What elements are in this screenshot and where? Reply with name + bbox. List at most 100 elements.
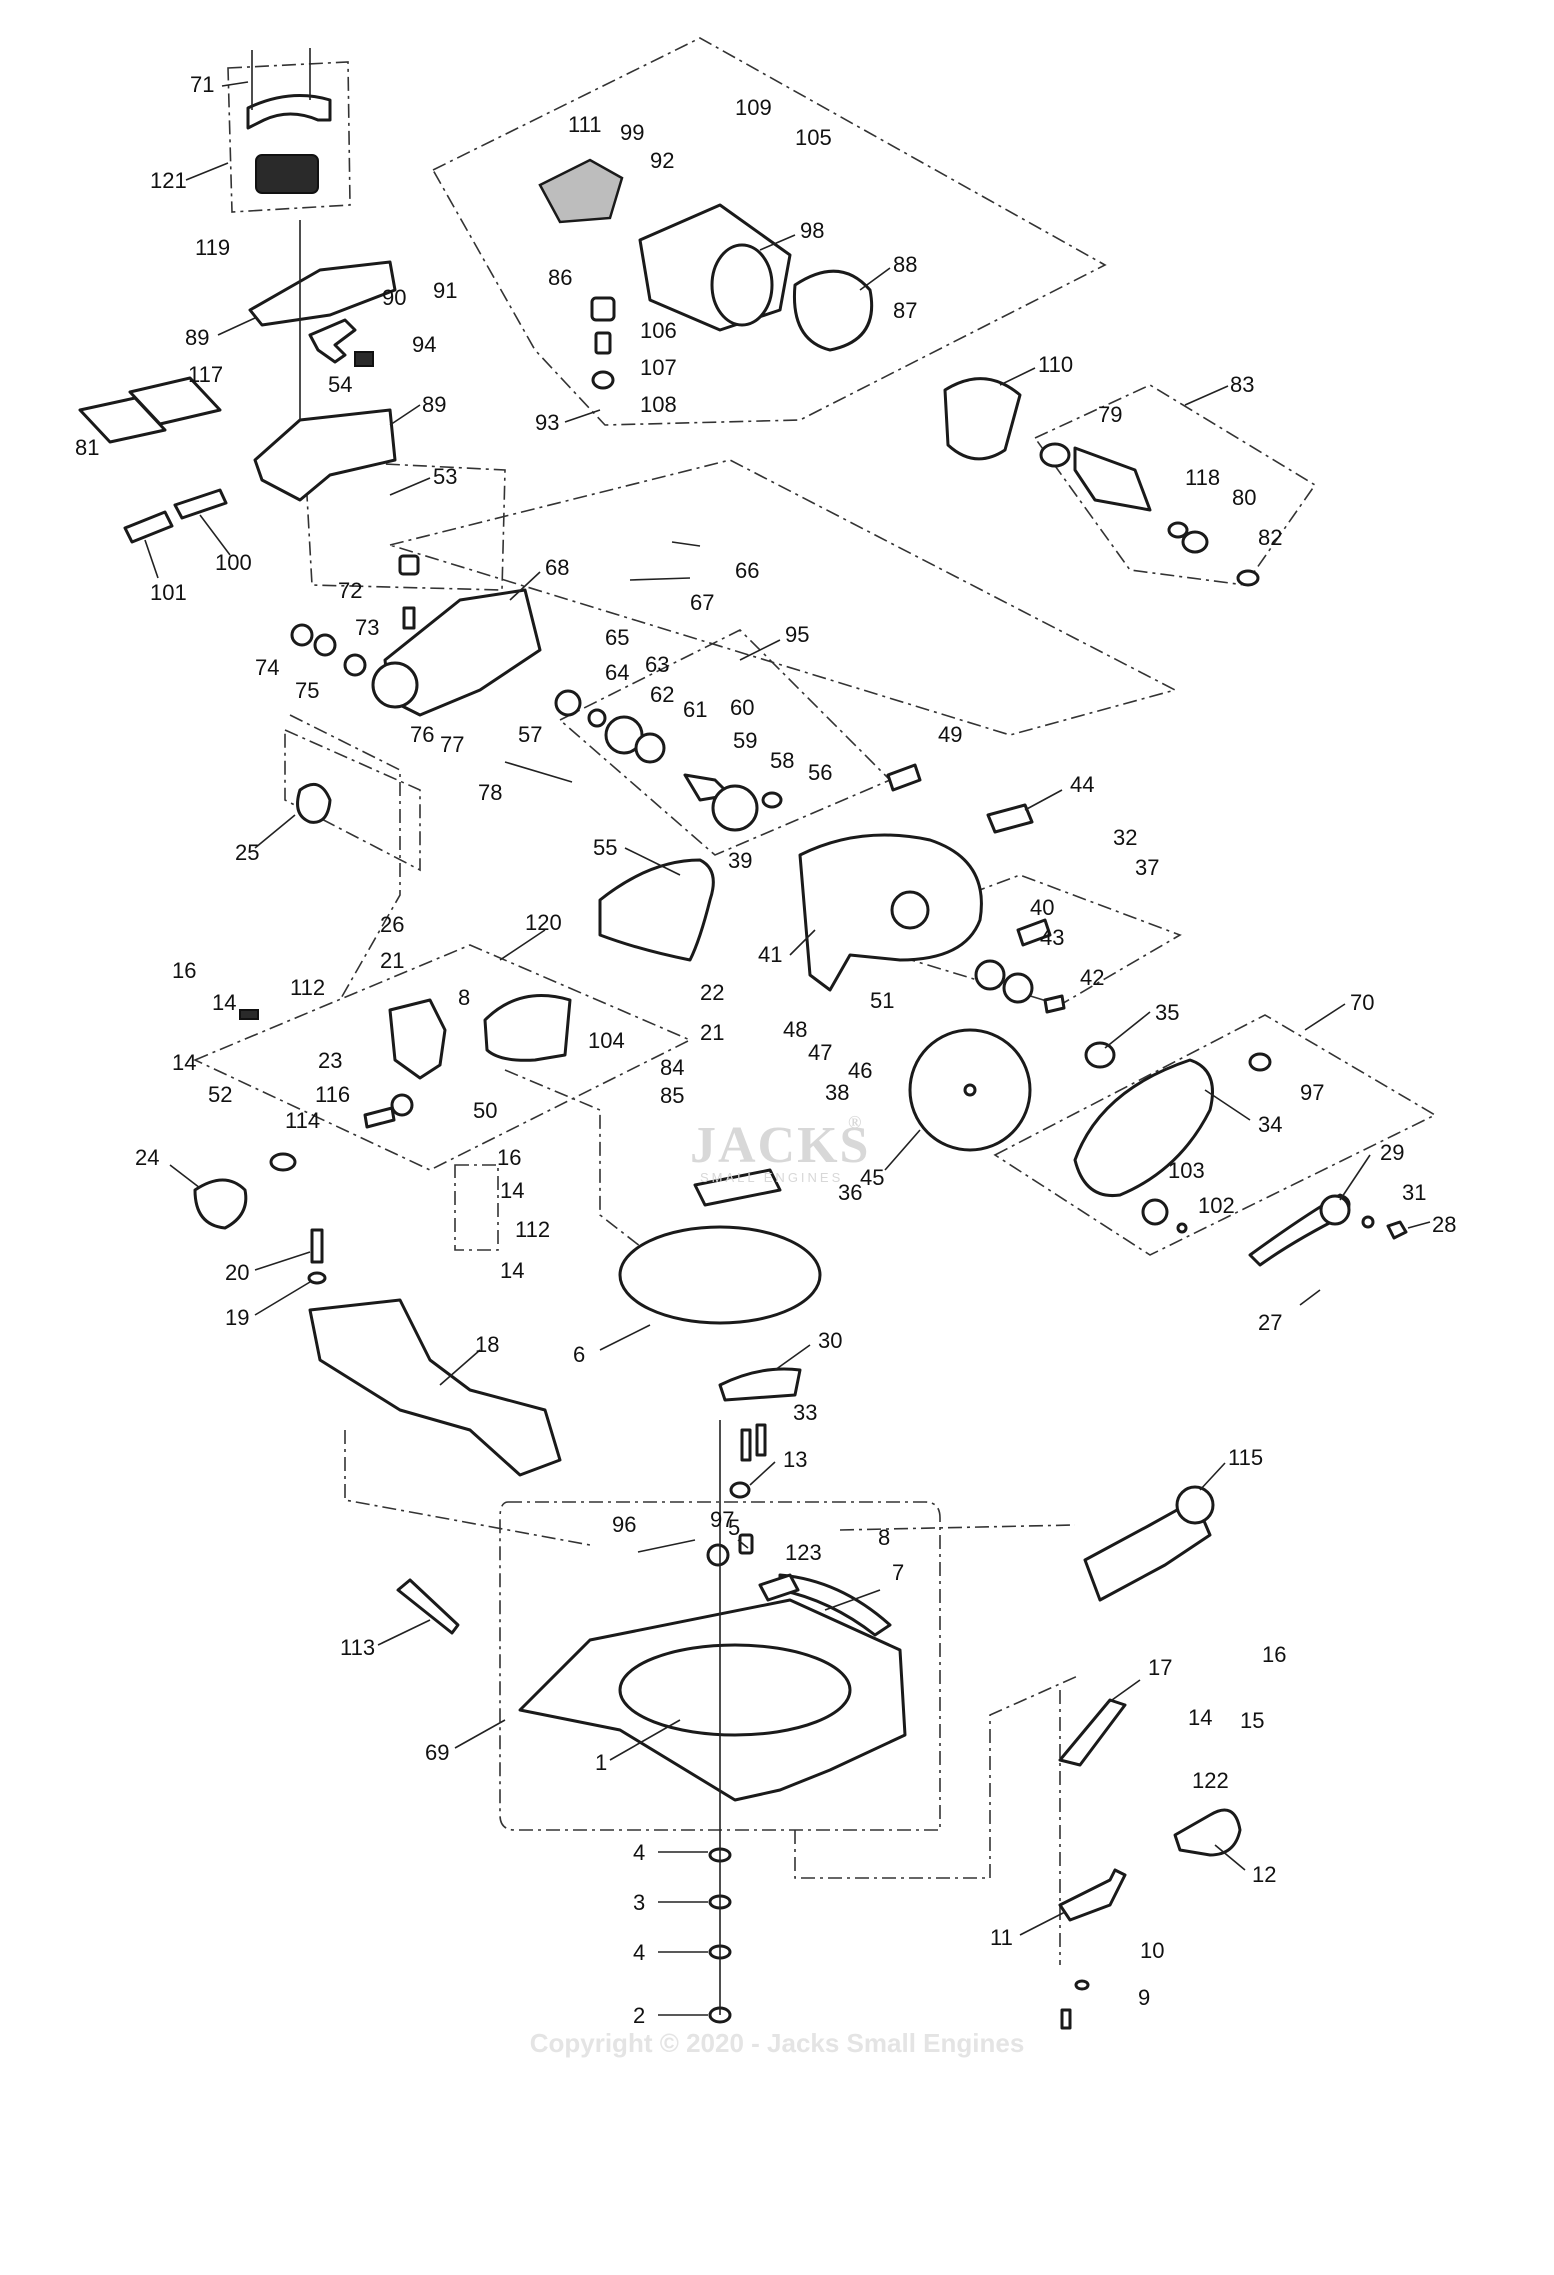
part-label-81: 81	[75, 435, 99, 460]
shaft-part-78	[504, 761, 573, 783]
part-label-77: 77	[440, 732, 464, 757]
leader-7	[824, 1589, 881, 1611]
table-insert-part-36	[693, 1168, 782, 1207]
part-label-115: 115	[1228, 1445, 1263, 1470]
part-label-45: 45	[860, 1165, 884, 1190]
part-label-97-base: 97	[710, 1507, 734, 1532]
part-label-119: 119	[195, 235, 230, 260]
part-number-labels: 1 2 3 4 5 6 7 8 9 10 11 12 13 14 15 16 1…	[75, 72, 1456, 2028]
ring-part-118	[1167, 521, 1189, 539]
group-18-fence-link-outline	[344, 1430, 591, 1546]
leader-71	[221, 81, 249, 87]
brush-cap-part-108	[591, 370, 615, 390]
baffle-part-110	[943, 377, 1022, 461]
screw-part-9	[1060, 2008, 1072, 2030]
flange-part-43a	[974, 959, 1006, 991]
part-label-86: 86	[548, 265, 572, 290]
part-label-7: 7	[892, 1560, 904, 1585]
part-label-65: 65	[605, 625, 629, 650]
brush-part-107	[594, 331, 612, 355]
bearing-part-80	[1181, 530, 1209, 554]
part-label-69: 69	[425, 1740, 449, 1765]
leader-83	[1184, 385, 1229, 406]
leader-25	[254, 814, 296, 849]
leader-88	[859, 267, 891, 291]
group-6-table-link-outline	[504, 1069, 646, 1251]
label-part-49	[886, 763, 922, 792]
part-label-25: 25	[235, 840, 259, 865]
knob-part-24	[193, 1178, 248, 1230]
part-label-1: 1	[595, 1750, 607, 1775]
part-label-70: 70	[1350, 990, 1374, 1015]
part-label-21b: 21	[700, 1020, 724, 1045]
field-part-88	[792, 269, 874, 352]
part-label-44: 44	[1070, 772, 1094, 797]
part-label-62: 62	[650, 682, 674, 707]
part-label-68: 68	[545, 555, 569, 580]
part-label-113: 113	[340, 1635, 375, 1660]
roller-part-103	[1141, 1198, 1169, 1226]
part-label-91: 91	[433, 278, 457, 303]
part-label-40: 40	[1030, 895, 1054, 920]
pin-part-73	[402, 606, 416, 630]
part-label-83: 83	[1230, 372, 1254, 397]
part-label-42: 42	[1080, 965, 1104, 990]
leader-115	[1199, 1462, 1226, 1491]
part-label-14b: 14	[172, 1050, 196, 1075]
washer-part-82	[1236, 569, 1260, 587]
part-label-23: 23	[318, 1048, 342, 1073]
part-label-64: 64	[605, 660, 629, 685]
label-part-81	[78, 396, 167, 444]
nut-part-28	[1386, 1220, 1408, 1240]
part-label-34: 34	[1258, 1112, 1282, 1137]
leader-55	[624, 847, 681, 876]
part-label-74: 74	[255, 655, 279, 680]
part-label-88: 88	[893, 252, 917, 277]
lower-guard-part-34	[1073, 1058, 1214, 1198]
part-label-95: 95	[785, 622, 809, 647]
screw-part-33a	[740, 1428, 752, 1462]
group-69-base-outline	[499, 1501, 941, 1831]
part-label-109: 109	[735, 95, 772, 120]
leader-28	[1407, 1221, 1431, 1229]
part-label-27: 27	[1258, 1310, 1282, 1335]
leader-20	[254, 1251, 311, 1271]
part-label-105: 105	[795, 125, 832, 150]
watermark-tagline: SMALL ENGINES	[700, 1170, 843, 1185]
washer-part-74b	[313, 633, 337, 657]
clamp-knob	[1175, 1485, 1215, 1525]
part-label-14d: 14	[500, 1258, 524, 1283]
brush-holder-part-106	[590, 296, 616, 322]
motor-housing-mouth	[710, 243, 774, 327]
part-label-16c: 16	[497, 1145, 521, 1170]
part-label-89b: 89	[422, 392, 446, 417]
part-label-47: 47	[808, 1040, 832, 1065]
leader-17	[1104, 1679, 1141, 1706]
pin-part-102	[1176, 1222, 1188, 1234]
group-93-motor-housing-outline	[431, 37, 1107, 426]
part-label-67: 67	[690, 590, 714, 615]
guard-plate-part-104	[483, 994, 572, 1062]
part-label-96: 96	[612, 1512, 636, 1537]
bevel-arm-part	[388, 998, 447, 1080]
spring-part-25	[296, 782, 332, 824]
saw-blade-arbor	[963, 1083, 977, 1097]
part-label-57: 57	[518, 722, 542, 747]
part-label-61: 61	[683, 697, 707, 722]
leader-110	[999, 367, 1036, 386]
flange-part-43b	[1002, 972, 1034, 1004]
part-label-84: 84	[660, 1055, 684, 1080]
part-label-12: 12	[1252, 1862, 1276, 1887]
group-arm-outline	[284, 728, 421, 872]
part-label-3: 3	[633, 1890, 645, 1915]
part-label-2: 2	[633, 2003, 645, 2028]
part-label-16: 16	[1262, 1642, 1286, 1667]
part-label-111: 111	[568, 112, 601, 137]
group-fence-link-outline	[794, 1674, 1081, 1879]
miter-scale-part-7	[778, 1573, 892, 1637]
part-label-16b: 16	[172, 958, 196, 983]
part-label-32: 32	[1113, 825, 1137, 850]
nut-part-13	[729, 1481, 751, 1499]
part-label-5: 5	[728, 1515, 740, 1540]
